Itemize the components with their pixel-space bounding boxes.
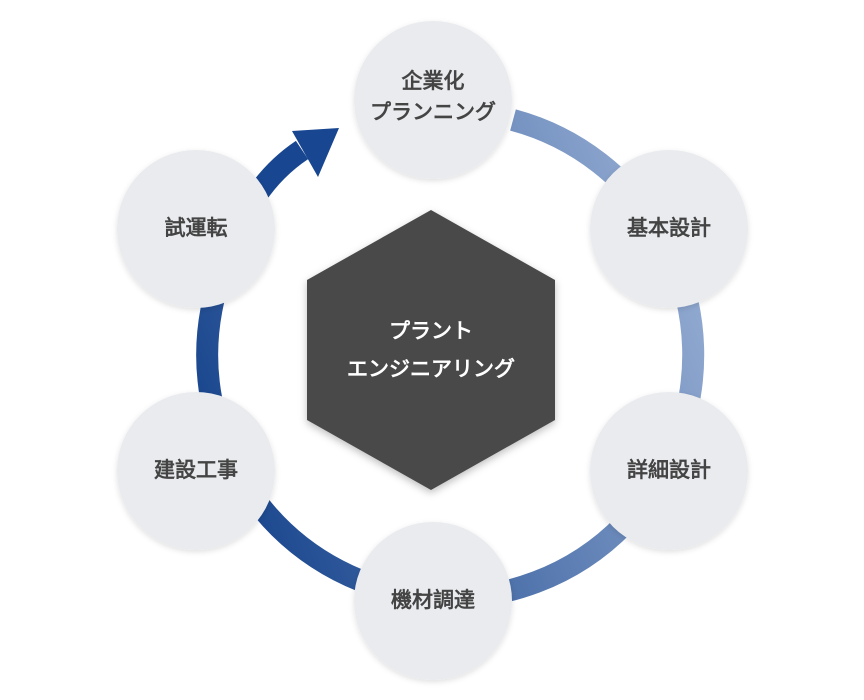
step-label: 試運転 [165, 216, 228, 240]
step-node-construction: 建設工事 [117, 392, 275, 550]
step-label: 詳細設計 [627, 458, 711, 482]
step-label: 機材調達 [391, 588, 475, 612]
center-hexagon: プラント エンジニアリング [307, 210, 555, 490]
center-title-line2: エンジニアリング [347, 357, 515, 381]
step-node-basic-design: 基本設計 [590, 150, 748, 308]
step-label: 建設工事 [154, 458, 238, 482]
step-node-procurement: 機材調達 [354, 522, 512, 680]
step-node-planning: 企業化 プランニング [354, 21, 512, 179]
step-label: 基本設計 [627, 216, 711, 240]
step-node-commissioning: 試運転 [117, 150, 275, 308]
cycle-arrow-head-icon [292, 128, 339, 177]
step-label-line2: プランニング [370, 100, 496, 124]
center-title-line1: プラント [389, 319, 473, 343]
step-node-detailed-design: 詳細設計 [590, 392, 748, 550]
step-label-line1: 企業化 [401, 69, 465, 93]
